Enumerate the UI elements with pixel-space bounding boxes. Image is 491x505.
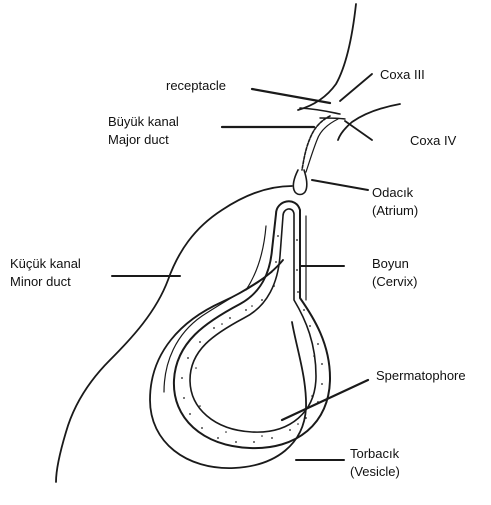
vesicle-en-text: (Vesicle) — [350, 463, 400, 481]
atrium-en-text: (Atrium) — [372, 202, 418, 220]
vesicle-outer — [150, 260, 306, 468]
label-minor-duct: Küçük kanal Minor duct — [10, 255, 81, 291]
leader-spermatophore — [282, 380, 368, 420]
atrium — [293, 170, 306, 195]
receptacle-opening — [300, 108, 340, 114]
spermatophore-inner — [190, 209, 316, 432]
leader-coxa-iv — [345, 121, 372, 140]
label-atrium: Odacık (Atrium) — [372, 184, 418, 220]
minor-duct-en-text: Minor duct — [10, 273, 81, 291]
major-duct-en-text: Major duct — [108, 131, 179, 149]
minor-duct-tr-text: Küçük kanal — [10, 255, 81, 273]
label-cervix: Boyun (Cervix) — [372, 255, 418, 291]
atrium-tr-text: Odacık — [372, 184, 418, 202]
coxa-iii-text: Coxa III — [380, 66, 425, 84]
label-spermatophore: Spermatophore — [376, 367, 466, 385]
body-wall-outer — [56, 186, 292, 482]
vesicle-wall-inner — [164, 272, 272, 392]
label-coxa-iv: Coxa IV — [410, 132, 456, 150]
leader-coxa-iii — [340, 74, 372, 101]
receptacle-text: receptacle — [166, 77, 226, 95]
spermatophore-text: Spermatophore — [376, 367, 466, 385]
coxa-iv-text: Coxa IV — [410, 132, 456, 150]
label-coxa-iii: Coxa III — [380, 66, 425, 84]
leader-atrium — [312, 180, 368, 190]
label-major-duct: Büyük kanal Major duct — [108, 113, 179, 149]
leader-receptacle — [252, 89, 330, 103]
major-duct-tr-text: Büyük kanal — [108, 113, 179, 131]
cervix-en-text: (Cervix) — [372, 273, 418, 291]
vesicle-tr-text: Torbacık — [350, 445, 400, 463]
cervix-tr-text: Boyun — [372, 255, 418, 273]
label-vesicle: Torbacık (Vesicle) — [350, 445, 400, 481]
label-receptacle: receptacle — [166, 77, 226, 95]
